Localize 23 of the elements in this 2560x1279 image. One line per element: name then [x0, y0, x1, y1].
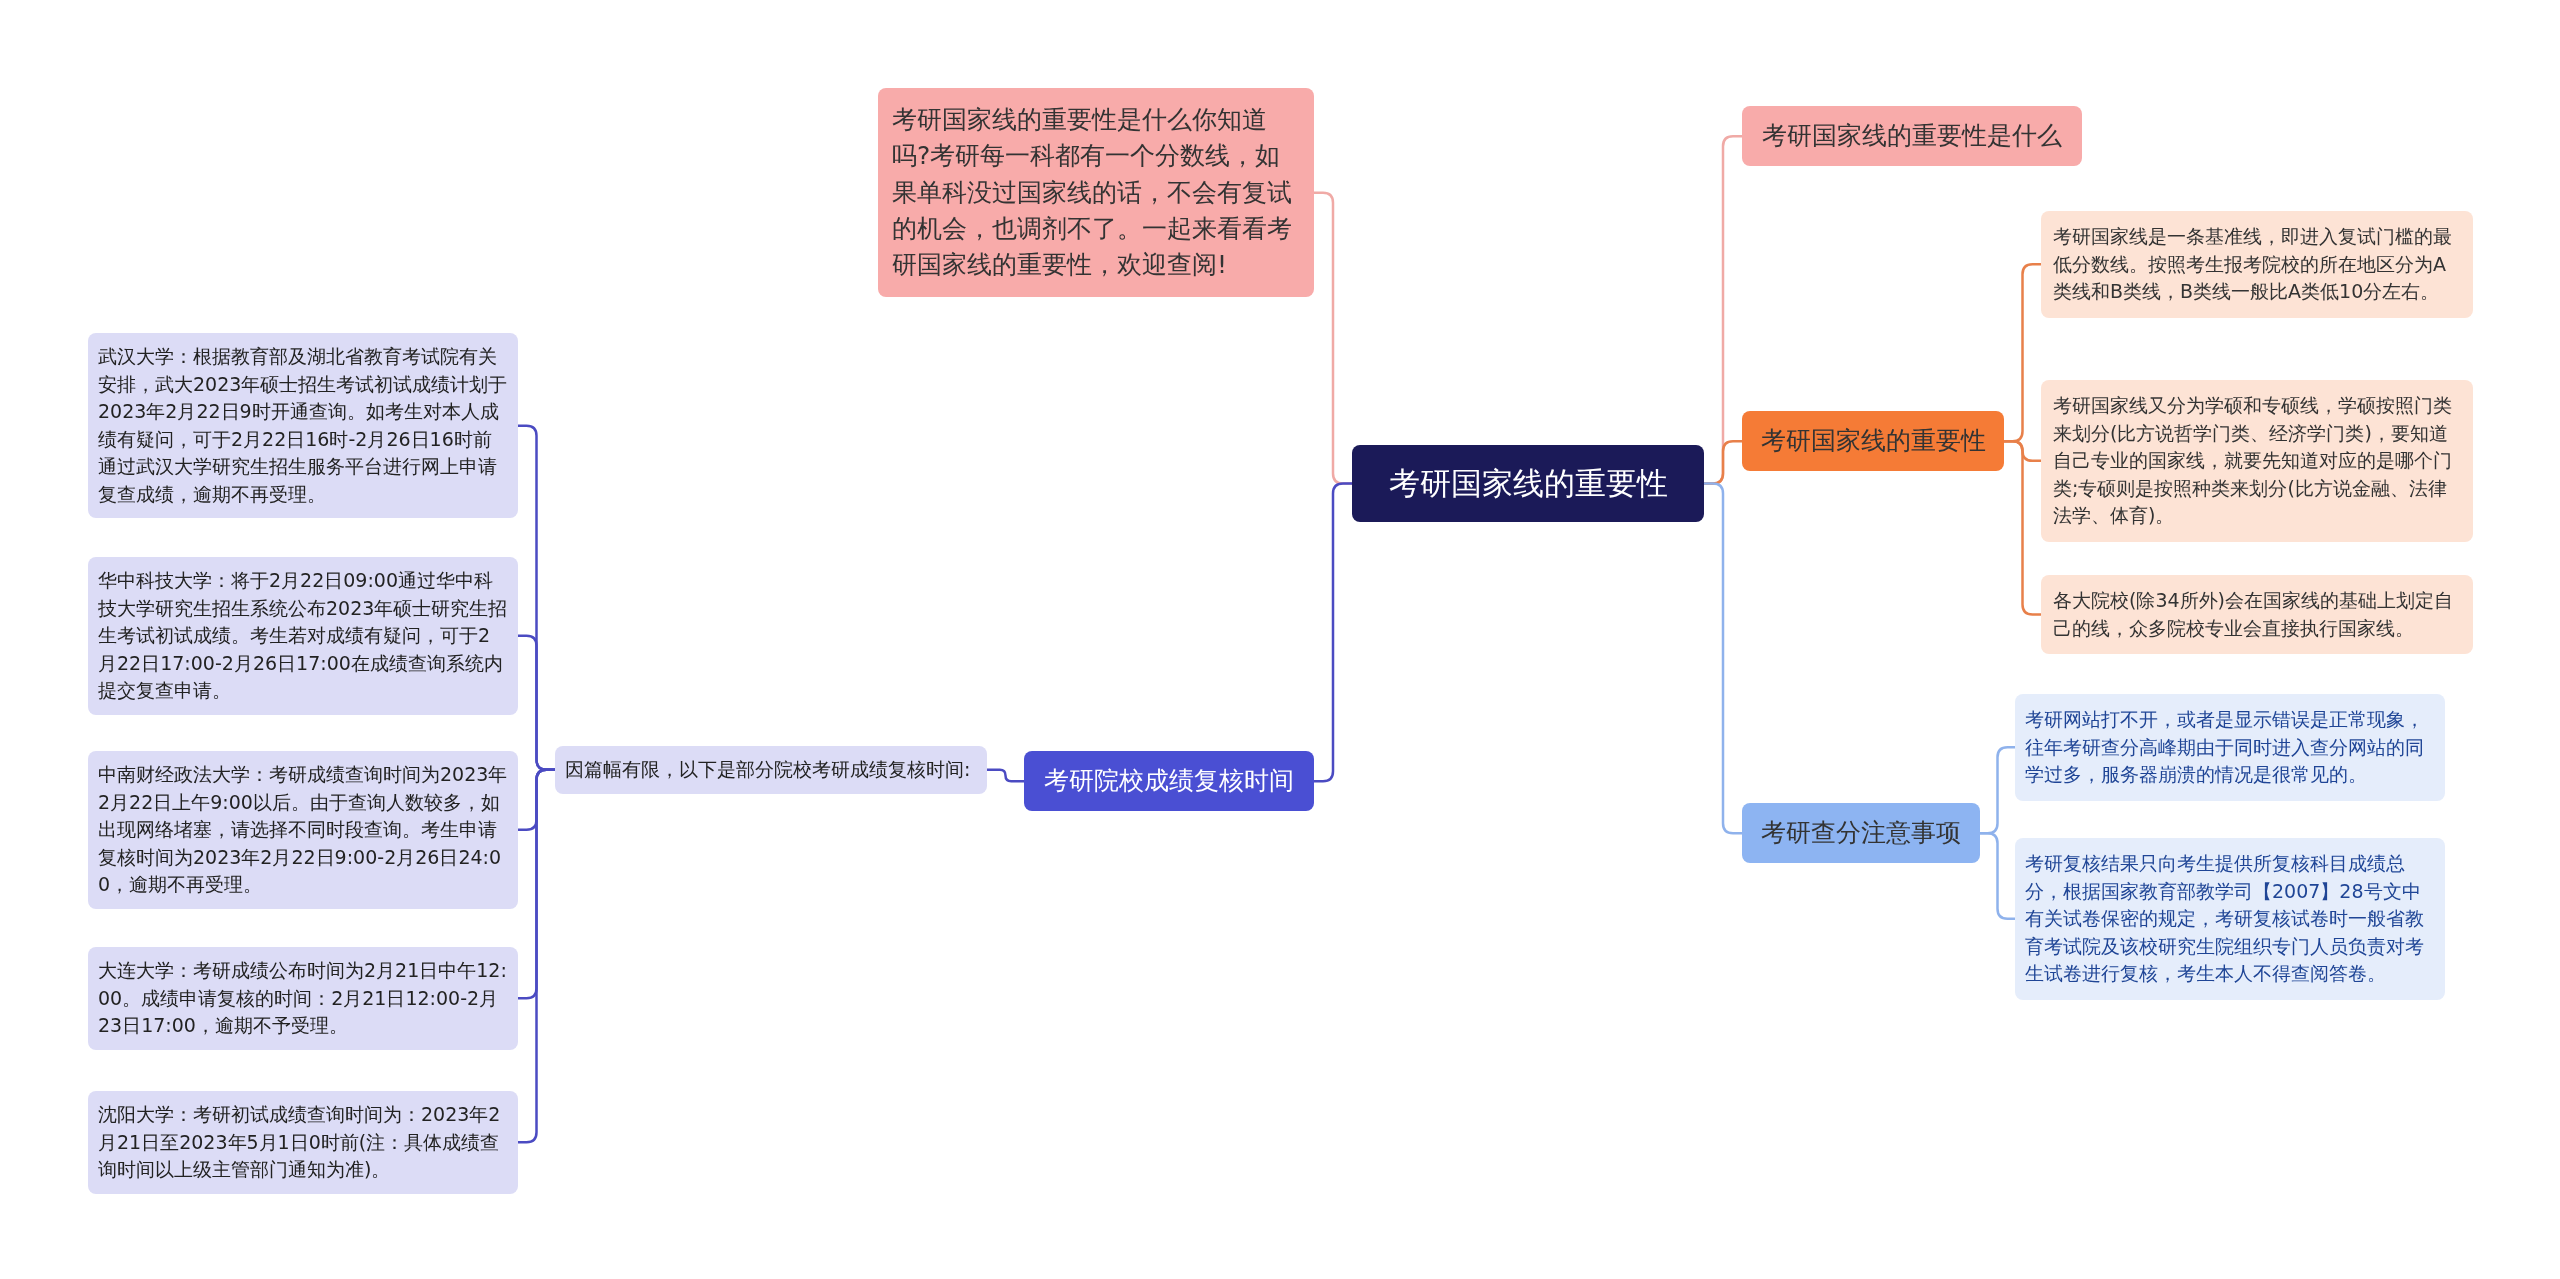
connector-line	[2004, 439, 2041, 616]
topic-note: 考研国家线的重要性是什么你知道吗?考研每一科都有一个分数线，如果单科没过国家线的话，不会有复试的机会，也调剂不了。一起来看看考研国家线的重要性，欢迎查阅!	[878, 88, 1314, 298]
connector-line	[987, 768, 1024, 783]
topic-note: 武汉大学：根据教育部及湖北省教育考试院有关安排，武大2023年硕士招生考试初试成绩计划于2023年2月22日9时开通查询。如考生对本人成绩有疑问，可于2月22日16时-2月26日16时前通过武汉大学研究生招生服务平台进行网上申请复查成绩，逾期不再受理。	[88, 333, 518, 519]
branch-topic: 考研国家线的重要性是什么	[1742, 106, 2082, 167]
branch-topic: 考研院校成绩复核时间	[1024, 751, 1314, 812]
topic-note: 考研网站打不开，或者是显示错误是正常现象，往年考研查分高峰期由于同时进入查分网站的同学过多，服务器崩溃的情况是很常见的。	[2015, 694, 2445, 801]
topic-note: 中南财经政法大学：考研成绩查询时间为2023年2月22日上午9:00以后。由于查询人数较多，如出现网络堵塞，请选择不同时段查询。考生申请复核时间为2023年2月22日9:00-2月26日24:00，逾期不再受理。	[88, 751, 518, 909]
topic-note: 华中科技大学：将于2月22日09:00通过华中科技大学研究生招生系统公布2023年硕士研究生招生考试初试成绩。考生若对成绩有疑问，可于2月22日17:00-2月26日17:00在成绩查询系统内提交复查申请。	[88, 557, 518, 715]
central-topic: 考研国家线的重要性	[1352, 445, 1704, 522]
topic-note: 沈阳大学：考研初试成绩查询时间为：2023年2月21日至2023年5月1日0时前(注：具体成绩查询时间以上级主管部门通知为准)。	[88, 1091, 518, 1194]
topic-note: 考研国家线又分为学硕和专硕线，学硕按照门类来划分(比方说哲学门类、经济学门类)，要知道自己专业的国家线，就要先知道对应的是哪个门类;专硕则是按照种类来划分(比方说金融、法律法学、体育)。	[2041, 380, 2473, 542]
branch-topic: 考研查分注意事项	[1742, 803, 1980, 864]
topic-note: 考研国家线是一条基准线，即进入复试门槛的最低分数线。按照考生报考院校的所在地区分为A类线和B类线，B类线一般比A类低10分左右。	[2041, 211, 2473, 318]
connector-line	[1314, 482, 1352, 783]
topic-note: 各大院校(除34所外)会在国家线的基础上划定自己的线，众多院校专业会直接执行国家线。	[2041, 575, 2473, 655]
connector-line	[1980, 831, 2015, 921]
connector-line	[518, 768, 555, 1144]
topic-note: 考研复核结果只向考生提供所复核科目成绩总分，根据国家教育部教学司【2007】28号文中有关试卷保密的规定，考研复核试卷时一般省教育考试院及该校研究生院组织专门人员负责对考生试卷进行复核，考生本人不得查阅答卷。	[2015, 838, 2445, 1000]
branch-topic: 考研国家线的重要性	[1742, 411, 2004, 472]
connector-line	[1704, 482, 1742, 835]
topic-note: 大连大学：考研成绩公布时间为2月21日中午12:00。成绩申请复核的时间：2月21日12:00-2月23日17:00，逾期不予受理。	[88, 947, 518, 1050]
topic-note: 因篇幅有限，以下是部分院校考研成绩复核时间:	[555, 746, 987, 794]
